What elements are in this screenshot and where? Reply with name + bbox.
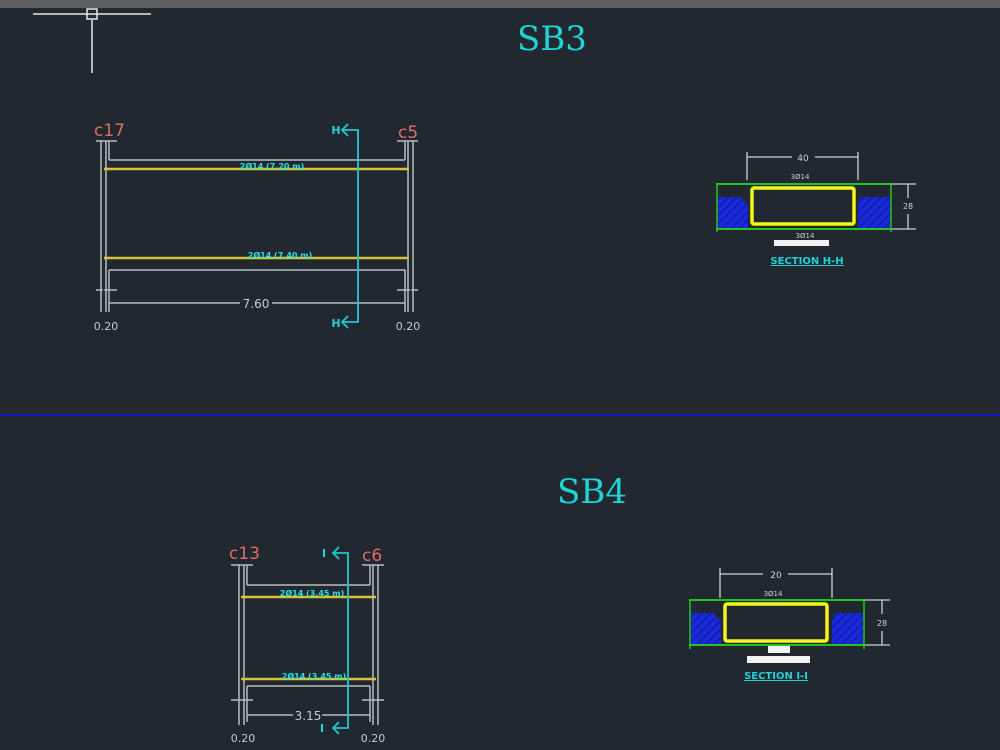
bottom-rebar-label: 2Ø14 (3.45 m) (282, 671, 346, 681)
section-height-dim: 28 (903, 202, 913, 211)
section-height-dim: 28 (877, 619, 887, 628)
column-label-left: c17 (94, 121, 125, 141)
section-title: SECTION I-I (744, 671, 808, 682)
crosshair-cursor-icon (33, 8, 151, 73)
section-cut-line-i (331, 546, 349, 735)
span-dimension: 3.15 (295, 709, 322, 723)
section-width-dim: 40 (797, 154, 809, 164)
section-cut-label-bottom: I (320, 722, 324, 735)
section-cut-line-h (340, 123, 359, 329)
right-support-width: 0.20 (361, 732, 386, 745)
left-support-width: 0.20 (231, 732, 256, 745)
top-rebar-label: 2Ø14 (3.45 m) (280, 588, 344, 598)
beam-elevation-sb3: c17 c5 (94, 121, 421, 333)
section-top-bars: 3Ø14 (791, 173, 810, 181)
section-cut-label-bottom: H (331, 317, 340, 330)
column-label-right: c5 (398, 123, 418, 143)
section-detail-i: 20 28 3Ø14 SECTION I-I (689, 568, 890, 682)
beam-title: SB3 (517, 19, 587, 59)
right-support-width: 0.20 (396, 320, 421, 333)
section-width-dim: 20 (770, 571, 782, 581)
section-title: SECTION H-H (770, 256, 843, 267)
section-bottom-bars: 3Ø14 (796, 232, 815, 240)
left-support-width: 0.20 (94, 320, 119, 333)
beam-title: SB4 (557, 472, 627, 512)
section-cut-label-top: H (331, 124, 340, 137)
column-label-right: c6 (362, 546, 382, 566)
beam-elevation-sb4: c13 c6 2Ø14 (3.45 m) 2Ø14 (3.45 (229, 544, 385, 745)
section-detail-h: 40 28 3Ø14 3Ø14 SECTION H-H (716, 152, 916, 267)
section-top-bars: 3Ø14 (764, 590, 783, 598)
section-cut-label-top: I (322, 547, 326, 560)
top-rebar-label: 2Ø14 (7.20 m) (240, 161, 304, 171)
column-label-left: c13 (229, 544, 260, 564)
bottom-rebar-label: 2Ø14 (7.40 m) (248, 250, 312, 260)
span-dimension: 7.60 (243, 297, 270, 311)
window-top-bar (0, 0, 1000, 8)
